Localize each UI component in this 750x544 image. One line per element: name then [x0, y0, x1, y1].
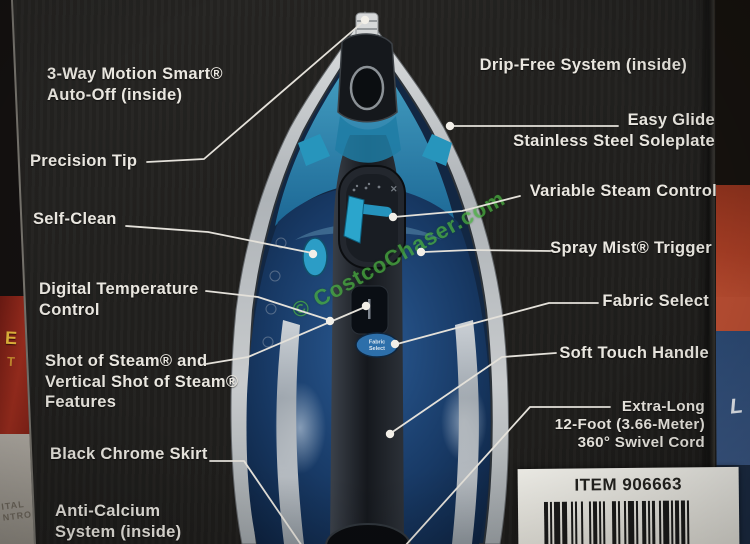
steam-level-icons: ✕: [352, 182, 398, 194]
leader-fabric-select: [396, 302, 599, 345]
callout-motion-smart-auto-off: 3-Way Motion Smart® Auto-Off (inside): [47, 65, 223, 104]
silver-channel-right: [452, 320, 479, 544]
callout-variable-steam: Variable Steam Control: [529, 182, 717, 200]
fabric-select-text-1: Fabric: [369, 340, 385, 346]
callout-shot-of-steam: Shot of Steam® and Vertical Shot of Stea…: [45, 352, 239, 411]
callout-self-clean: Self-Clean: [33, 210, 117, 228]
leader-black-chrome-skirt: [209, 460, 302, 544]
box-edge-crease: [698, 0, 716, 544]
background-right-red-box: [716, 185, 750, 297]
callout-precision-tip: Precision Tip: [30, 152, 138, 170]
leader-digital-temperature: [205, 290, 330, 321]
callout-spray-mist: Spray Mist® Trigger: [550, 239, 712, 257]
callout-fabric-select: Fabric Select: [602, 292, 709, 310]
iron-tip: [335, 12, 401, 163]
cord-opening: [325, 523, 411, 544]
steam-max-icon: ✕: [390, 184, 398, 194]
background-right-blue-box: L: [714, 331, 750, 465]
callout-easy-glide: Easy Glide Stainless Steel Soleplate: [513, 111, 715, 150]
display-glyph: [368, 299, 371, 319]
callout-black-chrome-skirt: Black Chrome Skirt: [50, 445, 208, 463]
background-right-red-box-2: [716, 297, 750, 331]
variable-steam-lever: [343, 195, 365, 244]
callout-digital-temperature: Digital Temperature Control: [39, 280, 199, 319]
leader-shot-of-steam: [205, 306, 366, 365]
teal-fin-left: [298, 134, 330, 166]
callout-soft-touch-handle: Soft Touch Handle: [559, 344, 709, 362]
teal-fin-right: [422, 134, 452, 166]
callout-extra-long-cord: Extra-Long 12-Foot (3.66-Meter) 360° Swi…: [554, 398, 705, 451]
barcode-sticker: ITEM 906663: [517, 466, 740, 544]
leader-soft-touch-handle: [390, 352, 557, 434]
box-left-edge-highlight: [11, 0, 36, 544]
silver-channel-left: [276, 320, 304, 544]
leader-self-clean: [125, 225, 313, 254]
leader-endpoint-dots: [308, 15, 455, 439]
leader-precision-tip: [146, 20, 365, 163]
leader-spray-mist: [423, 249, 552, 253]
callout-drip-free: Drip-Free System (inside): [479, 56, 687, 74]
rim-icons: [262, 237, 287, 348]
callout-anti-calcium: Anti-Calcium System (inside): [55, 502, 182, 541]
item-number: ITEM 906663: [574, 474, 683, 495]
leader-variable-steam: [393, 195, 521, 218]
barcode-bars: [543, 500, 714, 544]
leader-extra-long-cord: [405, 406, 611, 544]
fabric-select-text-2: Select: [369, 346, 385, 352]
